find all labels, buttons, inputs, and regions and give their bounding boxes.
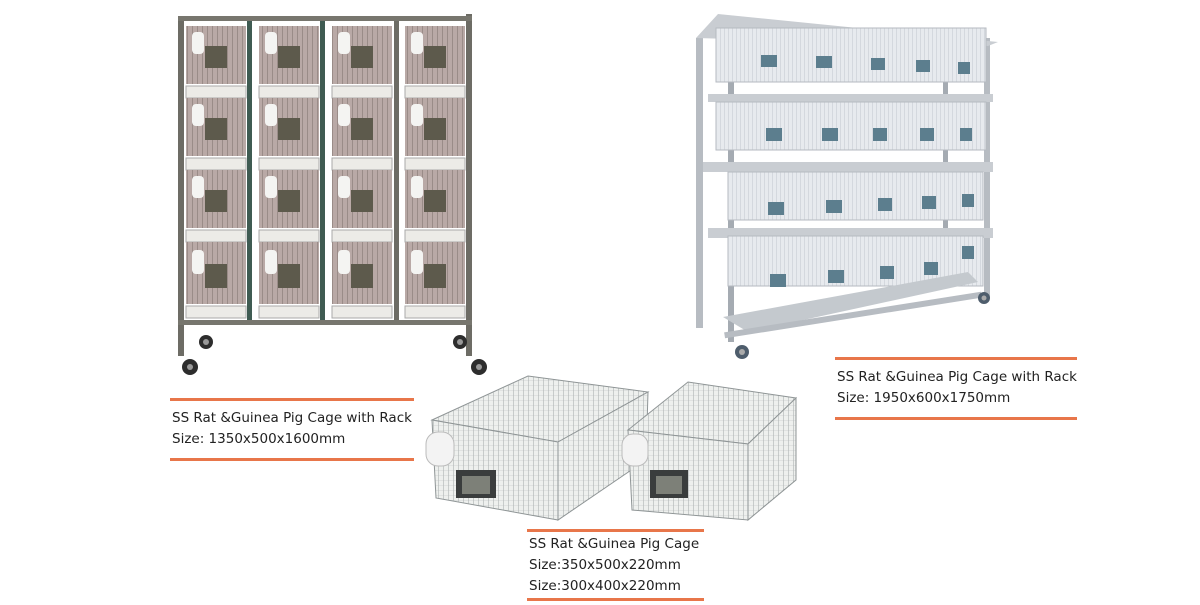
product-size: Size: 1350x500x1600mm bbox=[172, 431, 346, 447]
cages-illustration bbox=[425, 375, 798, 522]
caption-rack-large: SS Rat &Guinea Pig Cage with Rack Size: … bbox=[835, 357, 1077, 420]
caption-cages: SS Rat &Guinea Pig Cage Size:350x500x220… bbox=[527, 529, 704, 601]
caption-rule-top bbox=[835, 357, 1077, 360]
caption-rule-bottom bbox=[835, 417, 1077, 420]
product-size: Size:300x400x220mm bbox=[529, 578, 681, 594]
product-image-rack-large bbox=[688, 12, 1000, 362]
caption-rack-small: SS Rat &Guinea Pig Cage with Rack Size: … bbox=[170, 398, 414, 461]
rack-large-illustration bbox=[696, 14, 998, 359]
caption-rule-bottom bbox=[527, 598, 704, 601]
product-size: Size:350x500x220mm bbox=[529, 557, 681, 573]
product-title: SS Rat &Guinea Pig Cage bbox=[529, 536, 700, 552]
caption-rule-top bbox=[170, 398, 414, 401]
caption-rule-bottom bbox=[170, 458, 414, 461]
product-title: SS Rat &Guinea Pig Cage with Rack bbox=[837, 369, 1077, 385]
rack-small-illustration bbox=[178, 14, 487, 375]
product-size: Size: 1950x600x1750mm bbox=[837, 390, 1011, 406]
product-title: SS Rat &Guinea Pig Cage with Rack bbox=[172, 410, 412, 426]
product-image-cages bbox=[418, 370, 803, 526]
product-image-rack-small bbox=[172, 12, 492, 377]
caption-rule-top bbox=[527, 529, 704, 532]
